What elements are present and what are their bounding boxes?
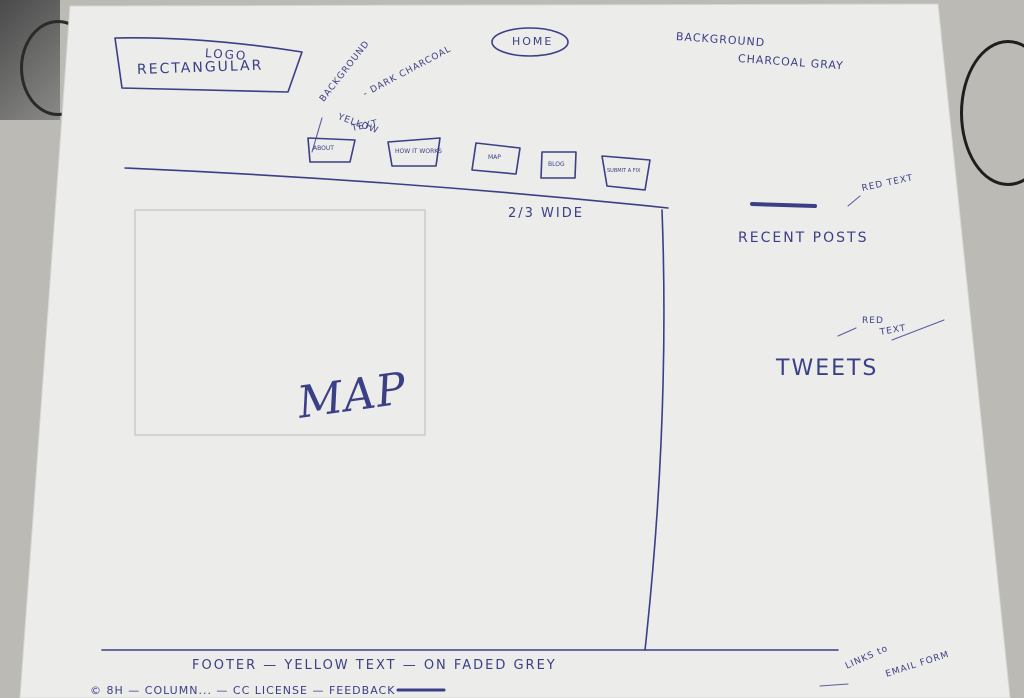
footer-links-row: © 8H — COLUMN... — CC LICENSE — FEEDBACK: [90, 684, 396, 697]
pencil-guide-box: [134, 209, 426, 436]
home-oval: [491, 27, 569, 57]
nav-item-about[interactable]: ABOUT: [313, 145, 334, 152]
footer-description: FOOTER — YELLOW TEXT — ON FADED GREY: [192, 658, 557, 673]
nav-annotation-line: [311, 117, 323, 153]
tweets-note-line: [891, 319, 945, 341]
tweets-note: RED: [862, 316, 884, 326]
width-note: 2/3 WIDE: [508, 206, 584, 221]
nav-item-map[interactable]: MAP: [488, 154, 501, 161]
home-label: HOME: [512, 35, 554, 48]
nav-item-blog[interactable]: BLOG: [548, 161, 565, 168]
nav-box-about: [307, 137, 356, 163]
posts-note-line: [847, 195, 861, 207]
header-divider: [124, 167, 669, 209]
nav-item-submit[interactable]: SUBMIT A FIX: [607, 168, 641, 174]
tweets-note-line: [837, 327, 857, 337]
scribbled-word: [750, 202, 817, 208]
nav-box-blog: [540, 151, 577, 179]
column-divider: [644, 209, 665, 651]
nav-item-how-it-works[interactable]: HOW IT WORKS: [395, 148, 442, 155]
logo-rectangle: [114, 36, 303, 93]
nav-box-map: [471, 142, 521, 175]
nav-box-how: [387, 137, 441, 167]
recent-posts-heading: RECENT POSTS: [738, 230, 869, 246]
tweets-heading: TWEETS: [776, 356, 879, 381]
nav-box-submit: [601, 155, 651, 191]
footer-arrow: [819, 683, 849, 687]
